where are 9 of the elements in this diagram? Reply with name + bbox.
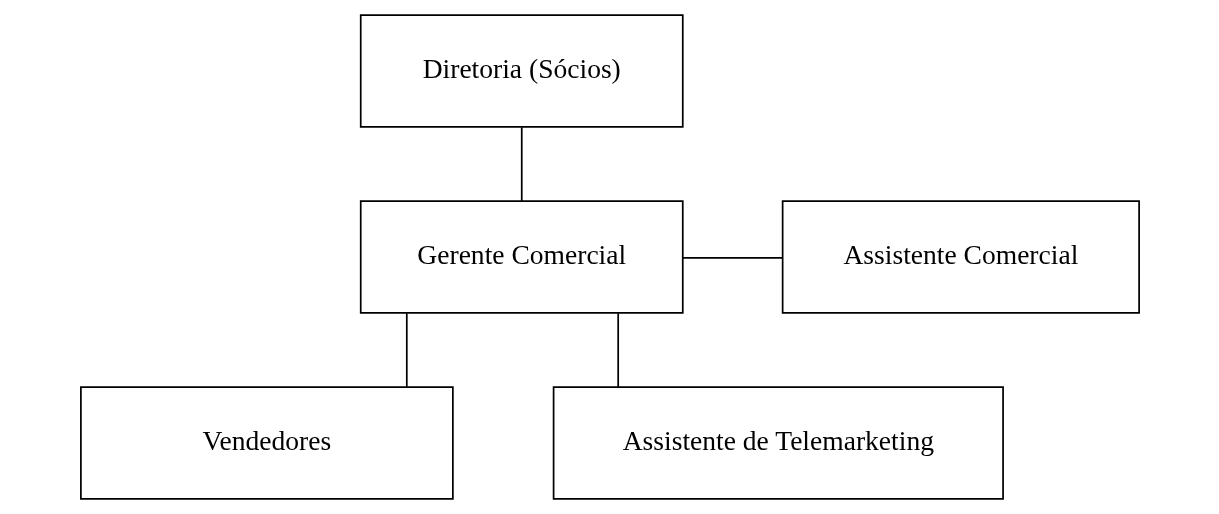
node-box: Assistente de Telemarketing [552,386,1004,500]
node-box: Gerente Comercial [359,200,684,314]
node-box: Diretoria (Sócios) [359,14,684,128]
connector [681,257,783,259]
connector [520,126,523,202]
connector [405,312,408,388]
connector [616,312,619,388]
node-box: Vendedores [79,386,454,500]
node-box: Assistente Comercial [781,200,1140,314]
